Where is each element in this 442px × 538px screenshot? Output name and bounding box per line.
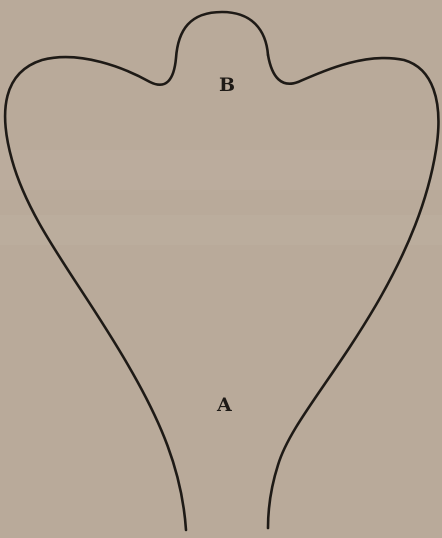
label-b: B	[219, 76, 235, 95]
label-a: A	[217, 396, 232, 415]
paper-band	[0, 150, 442, 190]
paper-band	[0, 215, 442, 245]
